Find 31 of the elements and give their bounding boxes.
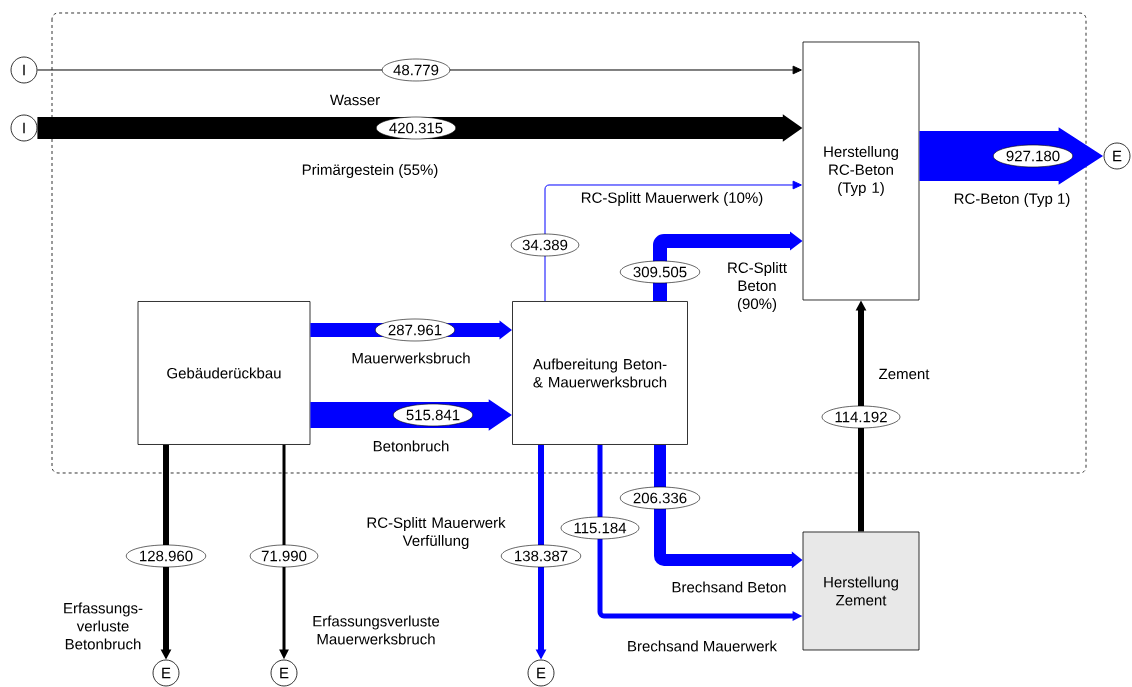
edge-label: 128.960 xyxy=(125,544,207,568)
flow-label: Zement xyxy=(879,368,930,380)
edge-label: 115.184 xyxy=(560,516,640,540)
flow-label: Wasser xyxy=(329,94,380,106)
process-box: Gebäuderückbau xyxy=(137,301,311,445)
process-box: Herstellung RC-Beton (Typ 1) xyxy=(802,41,920,301)
flow-arrow xyxy=(544,180,802,302)
edge-label: 138.387 xyxy=(500,544,582,568)
flow-label: RC-Splitt Mauerwerk (10%) xyxy=(581,192,763,206)
flow-label: Betonbruch xyxy=(373,440,449,452)
flow-label: Erfassungsverluste Mauerwerksbruch xyxy=(313,615,440,645)
edge-label: 420.315 xyxy=(375,116,457,140)
edge-label: 287.961 xyxy=(374,318,456,342)
process-box: Herstellung Zement xyxy=(802,531,920,651)
edge-label: 34.389 xyxy=(510,233,580,257)
flow-label: RC-Splitt Beton (90%) xyxy=(728,262,787,312)
edge-label: 114.192 xyxy=(821,405,901,429)
flow-label: Mauerwerksbruch xyxy=(352,352,470,364)
edge-label: 206.336 xyxy=(619,486,701,510)
flow-label: Primärgestein (55%) xyxy=(302,164,438,178)
edge-label: 309.505 xyxy=(619,260,701,284)
flow-label: RC-Beton (Typ 1) xyxy=(954,193,1070,207)
edge-label: 71.990 xyxy=(249,544,319,568)
edge-label: 48.779 xyxy=(381,58,451,82)
flow-label: Erfassungs- verluste Betonbruch xyxy=(64,602,143,650)
flow-label: Brechsand Beton xyxy=(672,581,786,593)
flow-label: Brechsand Mauerwerk xyxy=(628,640,777,652)
process-box: Aufbereitung Beton- & Mauerwerksbruch xyxy=(512,301,688,445)
edge-label: 515.841 xyxy=(392,403,474,427)
flow-arrow xyxy=(36,65,802,75)
edge-label: 927.180 xyxy=(992,144,1074,168)
